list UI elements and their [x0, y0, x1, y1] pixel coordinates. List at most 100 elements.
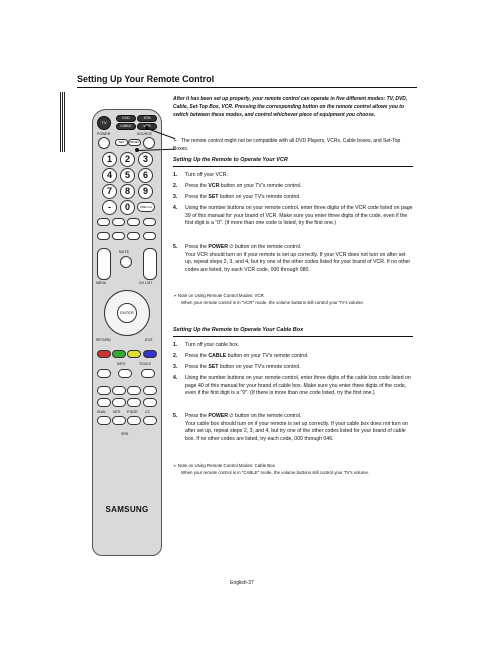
remote-row-button: [112, 232, 125, 240]
step-number: 3.: [173, 364, 178, 370]
pointer-dot: [145, 126, 149, 130]
vcr-step-2: 2. Press the VCR button on your TV's rem…: [173, 183, 413, 191]
remote-row-button: [112, 218, 125, 226]
power-icon: ⏻: [227, 413, 235, 419]
remote-reset-button: RESET: [128, 139, 141, 146]
step-number: 1.: [173, 342, 178, 348]
remote-transport-button: [112, 386, 126, 395]
remote-source-button: [143, 137, 155, 149]
vcr-step-1: 1. Turn off your VCR.: [173, 172, 413, 180]
remote-transport-button: [127, 398, 141, 407]
remote-color-button: [127, 350, 141, 358]
remote-tools-label: TOOLS: [139, 362, 151, 366]
remote-num-7: 7: [102, 184, 117, 199]
remote-color-button: [112, 350, 126, 358]
remote-chlist-label: CH LIST: [139, 281, 153, 285]
remote-return-label: RETURN: [96, 338, 111, 342]
remote-num-1: 1: [102, 152, 117, 167]
step-text: Press the VCR button on your TV's remote…: [185, 183, 302, 189]
remote-transport-button: [97, 386, 111, 395]
remote-cable-button: CABLE: [116, 123, 136, 130]
intro-note: ➢The remote control might not be compati…: [173, 137, 413, 153]
step-text: Press the SET button on your TV's remote…: [185, 364, 301, 370]
vcr-note-title: Note on Using Remote Control Modes: VCR: [177, 293, 264, 298]
vcr-note: ➢ Note on Using Remote Control Modes: VC…: [173, 292, 423, 306]
step-number: 3.: [173, 194, 178, 200]
note-arrow-icon: ➢: [173, 138, 178, 144]
remote-menu-label: MENU: [96, 281, 107, 285]
step-text: Turn off your VCR.: [185, 172, 228, 178]
power-icon: ⏻: [227, 244, 235, 250]
page-footer: English-37: [230, 580, 254, 586]
remote-psize-label: P.SIZE: [127, 410, 138, 414]
remote-tools-button: [141, 369, 155, 378]
step-number: 4.: [173, 375, 178, 381]
remote-info-label: INFO: [117, 362, 126, 366]
remote-transport-button: [143, 386, 157, 395]
remote-num-9: 9: [138, 184, 153, 199]
step-number: 2.: [173, 183, 178, 189]
remote-tv-button: TV: [97, 116, 111, 130]
remote-num-5: 5: [120, 168, 135, 183]
step-number: 2.: [173, 353, 178, 359]
remote-transport-button: [143, 398, 157, 407]
step-number: 1.: [173, 172, 178, 178]
cable-step-2: 2. Press the CABLE button on your TV's r…: [173, 353, 413, 361]
remote-mute-label: MUTE: [119, 250, 129, 254]
remote-num-8: 8: [120, 184, 135, 199]
remote-mts-label: MTS: [113, 410, 121, 414]
remote-source-label: SOURCE: [137, 132, 152, 136]
vcr-note-text: When your remote control is in "VCR" mod…: [181, 300, 364, 305]
remote-row-button: [143, 232, 156, 240]
remote-channel-rocker: [143, 248, 157, 280]
cable-step-1: 1. Turn off your cable box.: [173, 342, 413, 350]
remote-prech-button: PRE-CH: [137, 202, 155, 212]
remote-num-dash: -: [102, 200, 117, 215]
remote-row-button: [97, 232, 110, 240]
remote-row-button: [143, 218, 156, 226]
cable-heading: Setting Up the Remote to Operate Your Ca…: [173, 327, 413, 337]
remote-num-3: 3: [138, 152, 153, 167]
remote-cc-button: [143, 416, 157, 425]
pointer-dot: [135, 148, 139, 152]
step-number: 4.: [173, 205, 178, 211]
note-arrow-icon: ➢: [173, 463, 177, 468]
remote-num-0: 0: [120, 200, 135, 215]
remote-num-4: 4: [102, 168, 117, 183]
cable-note: ➢ Note on Using Remote Control Modes: Ca…: [173, 462, 423, 476]
step-text: Press the CABLE button on your TV's remo…: [185, 353, 309, 359]
intro-paragraph: After it has been set up properly, your …: [173, 96, 408, 118]
remote-dvd-button: DVD: [116, 115, 136, 122]
remote-dual-label: DUAL: [97, 410, 107, 414]
remote-transport-button: [97, 398, 111, 407]
remote-volume-rocker: [97, 248, 111, 280]
remote-transport-button: [112, 398, 126, 407]
remote-transport-button: [127, 386, 141, 395]
section-title: Setting Up Your Remote Control: [77, 74, 417, 88]
cable-step-3: 3. Press the SET button on your TV's rem…: [173, 364, 413, 372]
vcr-heading: Setting Up the Remote to Operate Your VC…: [173, 157, 413, 167]
remote-mute-button: [120, 256, 132, 268]
intro-note-text: The remote control might not be compatib…: [173, 138, 401, 152]
remote-info-button: [118, 369, 132, 378]
remote-color-button: [143, 350, 157, 358]
remote-control-illustration: TV DVD STB CABLE VCR POWER SOURCE SET RE…: [92, 109, 162, 556]
remote-psize-button: [127, 416, 141, 425]
margin-marker: [60, 92, 66, 152]
vcr-step-4: 4. Using the number buttons on your remo…: [173, 205, 413, 228]
remote-set-button: SET: [115, 139, 128, 146]
remote-enter-button: ENTER: [117, 303, 137, 323]
vcr-step-3: 3. Press the SET button on your TV's rem…: [173, 194, 413, 202]
remote-power-button: [98, 137, 110, 149]
remote-mts-button: [112, 416, 126, 425]
remote-row-button: [127, 218, 140, 226]
cable-step-4: 4. Using the number buttons on your remo…: [173, 375, 413, 398]
step-number: 5.: [173, 244, 178, 250]
remote-cc-label: CC: [145, 410, 151, 414]
step-text: Press the POWER ⏻ button on the remote c…: [185, 244, 411, 273]
note-arrow-icon: ➢: [173, 293, 177, 298]
remote-dual-button: [97, 416, 111, 425]
remote-function-button: [97, 369, 111, 378]
step-text: Press the POWER ⏻ button on the remote c…: [185, 413, 408, 442]
